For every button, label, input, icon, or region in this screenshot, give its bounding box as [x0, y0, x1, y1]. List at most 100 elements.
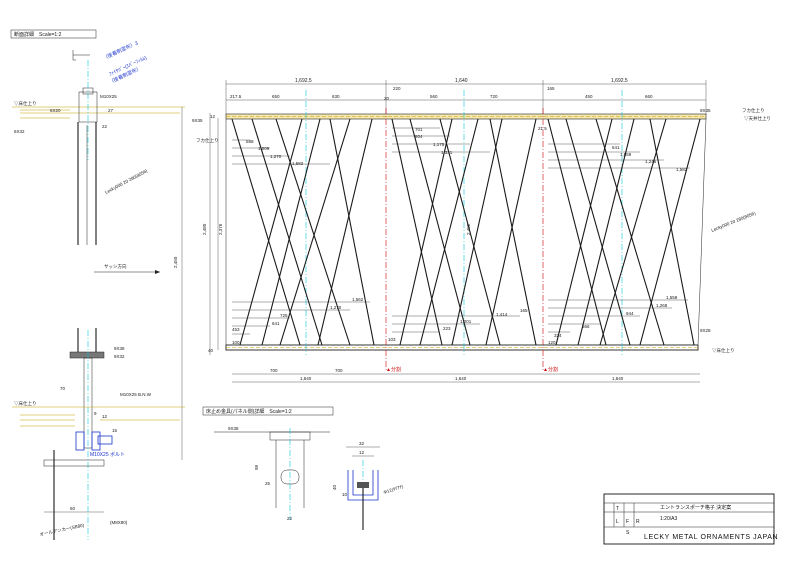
low-left-dim-4: 641: [272, 321, 280, 326]
side-20: 20: [384, 96, 390, 101]
ceiling-right-label: フカ仕上り: [742, 107, 765, 114]
dim-70-label: 70: [60, 386, 66, 391]
bracket-title-box: [202, 406, 334, 416]
section-title: 断面詳細 Scale=1:2: [14, 31, 62, 38]
low-right-dim-5: 324: [554, 333, 562, 338]
bracket-detail: 床止め金具(パネル側)詳細 Scale=1:2 9X38 98 25 22 32…: [202, 406, 405, 530]
mid-dim-1: 701: [415, 127, 423, 132]
ceiling-label: ▽天井仕上り: [744, 115, 771, 122]
bracket-plate-label: 9X38: [228, 426, 239, 431]
plate-low2-label: 9X32: [114, 354, 125, 359]
low-mid-dim-1: 1,414: [496, 312, 508, 317]
title-block-frame: [603, 493, 775, 545]
bracket-d40: 40: [332, 484, 337, 490]
bolt-low-label: M10X25 B.N.W: [120, 392, 152, 397]
sub-dim-3: 630: [332, 94, 340, 99]
floor-label-top: ▽床仕上り: [14, 100, 37, 107]
low-right-dim-2: 1,268: [656, 303, 668, 308]
bracket-nut: [357, 482, 369, 488]
low-right-dim-1: 1,558: [666, 295, 678, 300]
elevation-view: 1,692.5 1,640 1,692.5 217.5 650 630 220 …: [192, 78, 771, 383]
plate-mid-label: 6X32: [14, 129, 25, 134]
height-dim-1: 2,480: [202, 223, 207, 235]
bracket-title: 床止め金具(パネル側)詳細 Scale=1:2: [206, 408, 292, 415]
floor-label-low: ▽床仕上り: [14, 400, 37, 407]
right-dim-3: 1,246: [645, 159, 657, 164]
top-dim-3: 1,692.5: [611, 78, 628, 84]
sub-dim-5: 560: [430, 94, 438, 99]
bar-spec-left: Lecky000 20 280(8056): [104, 168, 149, 195]
bottom-dim-4: 1,640: [455, 376, 467, 381]
mid-dim-4: 1,331: [441, 150, 453, 155]
left-dim-4: 1,582: [292, 161, 304, 166]
sub-dim-7: 165: [547, 86, 555, 91]
plate-top-label: 6X20: [50, 108, 61, 113]
dim-9-label: 9: [94, 411, 97, 416]
lower-plate: [69, 351, 105, 359]
floor-hatch: [20, 414, 180, 427]
dim-22-label: 22: [102, 124, 108, 129]
dim-15-label: 15: [112, 428, 118, 433]
lattice-panel-3: [547, 118, 701, 346]
bracket-d32: 32: [359, 441, 365, 446]
bracket-d98: 98: [254, 464, 259, 470]
bracket-d22: 22: [287, 516, 293, 521]
tb-letter-t: T: [616, 506, 619, 512]
tb-letter-r: R: [636, 519, 640, 525]
anchor-nut: [97, 435, 113, 445]
sub-dim-2: 650: [272, 94, 280, 99]
low-right-dim-3: 944: [626, 311, 634, 316]
ceiling-hatch: [20, 109, 180, 119]
low-mid-dim-2: 1,001: [460, 319, 472, 324]
lattice-panel-2: [391, 118, 537, 346]
low-left-dim-6: 100: [232, 340, 240, 345]
low-mid-dim-4: 103: [388, 337, 396, 342]
side-12: 12: [210, 114, 216, 119]
bottom-dim-3: 1,640: [300, 376, 312, 381]
low-mid-dim-5: 165: [520, 308, 528, 313]
low-left-dim-3: 725: [280, 313, 288, 318]
anchor-label: オールアンカー(SB80): [39, 523, 85, 538]
anchor-label-2: (M8X80): [110, 520, 128, 525]
top-dim-2: 1,640: [455, 78, 468, 84]
left-dim-3: 1,270: [270, 154, 282, 159]
inner-dims-1: 588 1,009 1,270 1,582: [232, 139, 330, 166]
split-label-1: ▲分割: [386, 366, 401, 373]
screw-label: M10X25 ボルト: [90, 451, 125, 458]
top-bracket: [78, 91, 98, 123]
dim-27-label: 27: [108, 108, 114, 113]
dim-60-label: 60: [70, 506, 76, 511]
note-1: （接着剤塗布）3: [102, 39, 139, 61]
mid-dim-3: 1,175: [433, 142, 445, 147]
plate-low-label: 9X38: [114, 346, 125, 351]
mid-dim-2: 804: [415, 134, 423, 139]
lower-dims-2: 1,414 1,001 223 103 165: [388, 308, 528, 342]
bottom-dim-2: 700: [335, 368, 343, 373]
bolt-top-label: M10X25: [100, 94, 117, 99]
sub-dim-9: 660: [645, 94, 653, 99]
sub-dim-1: 217.5: [230, 94, 242, 99]
top-hook: [72, 50, 76, 61]
height-dim-label: 2,450: [173, 256, 178, 268]
side-40: 40: [208, 348, 214, 353]
section-title-box: [10, 29, 97, 39]
low-mid-dim-3: 223: [443, 326, 451, 331]
sub-dim-4: 220: [393, 86, 401, 91]
bottom-dim-1: 700: [270, 368, 278, 373]
anchor-block-left: [75, 431, 85, 451]
low-left-dim-2: 1,270: [330, 305, 342, 310]
sash-label: サッシ方向: [104, 263, 127, 270]
tb-scale: 1:20/A3: [660, 516, 677, 522]
title-block: T L F R S エントランスポーチ格子 決定案 1:20/A3 LECKY …: [603, 493, 778, 545]
bar-spec-right: Lecky000 20 280(8056): [711, 210, 757, 233]
bottom-dim-5: 1,640: [612, 376, 624, 381]
floor-label-right: ▽床仕上り: [712, 347, 735, 354]
tb-company: LECKY METAL ORNAMENTS JAPAN: [644, 534, 778, 541]
height-dim-2: 2,376: [218, 223, 223, 235]
split-label-2: ▲分割: [543, 366, 558, 373]
tb-letter-f: F: [626, 519, 629, 525]
low-right-dim-4: 566: [582, 324, 590, 329]
low-left-dim-5: 453: [232, 327, 240, 332]
inner-dims-2: 701 804 1,175 1,331: [392, 127, 490, 155]
